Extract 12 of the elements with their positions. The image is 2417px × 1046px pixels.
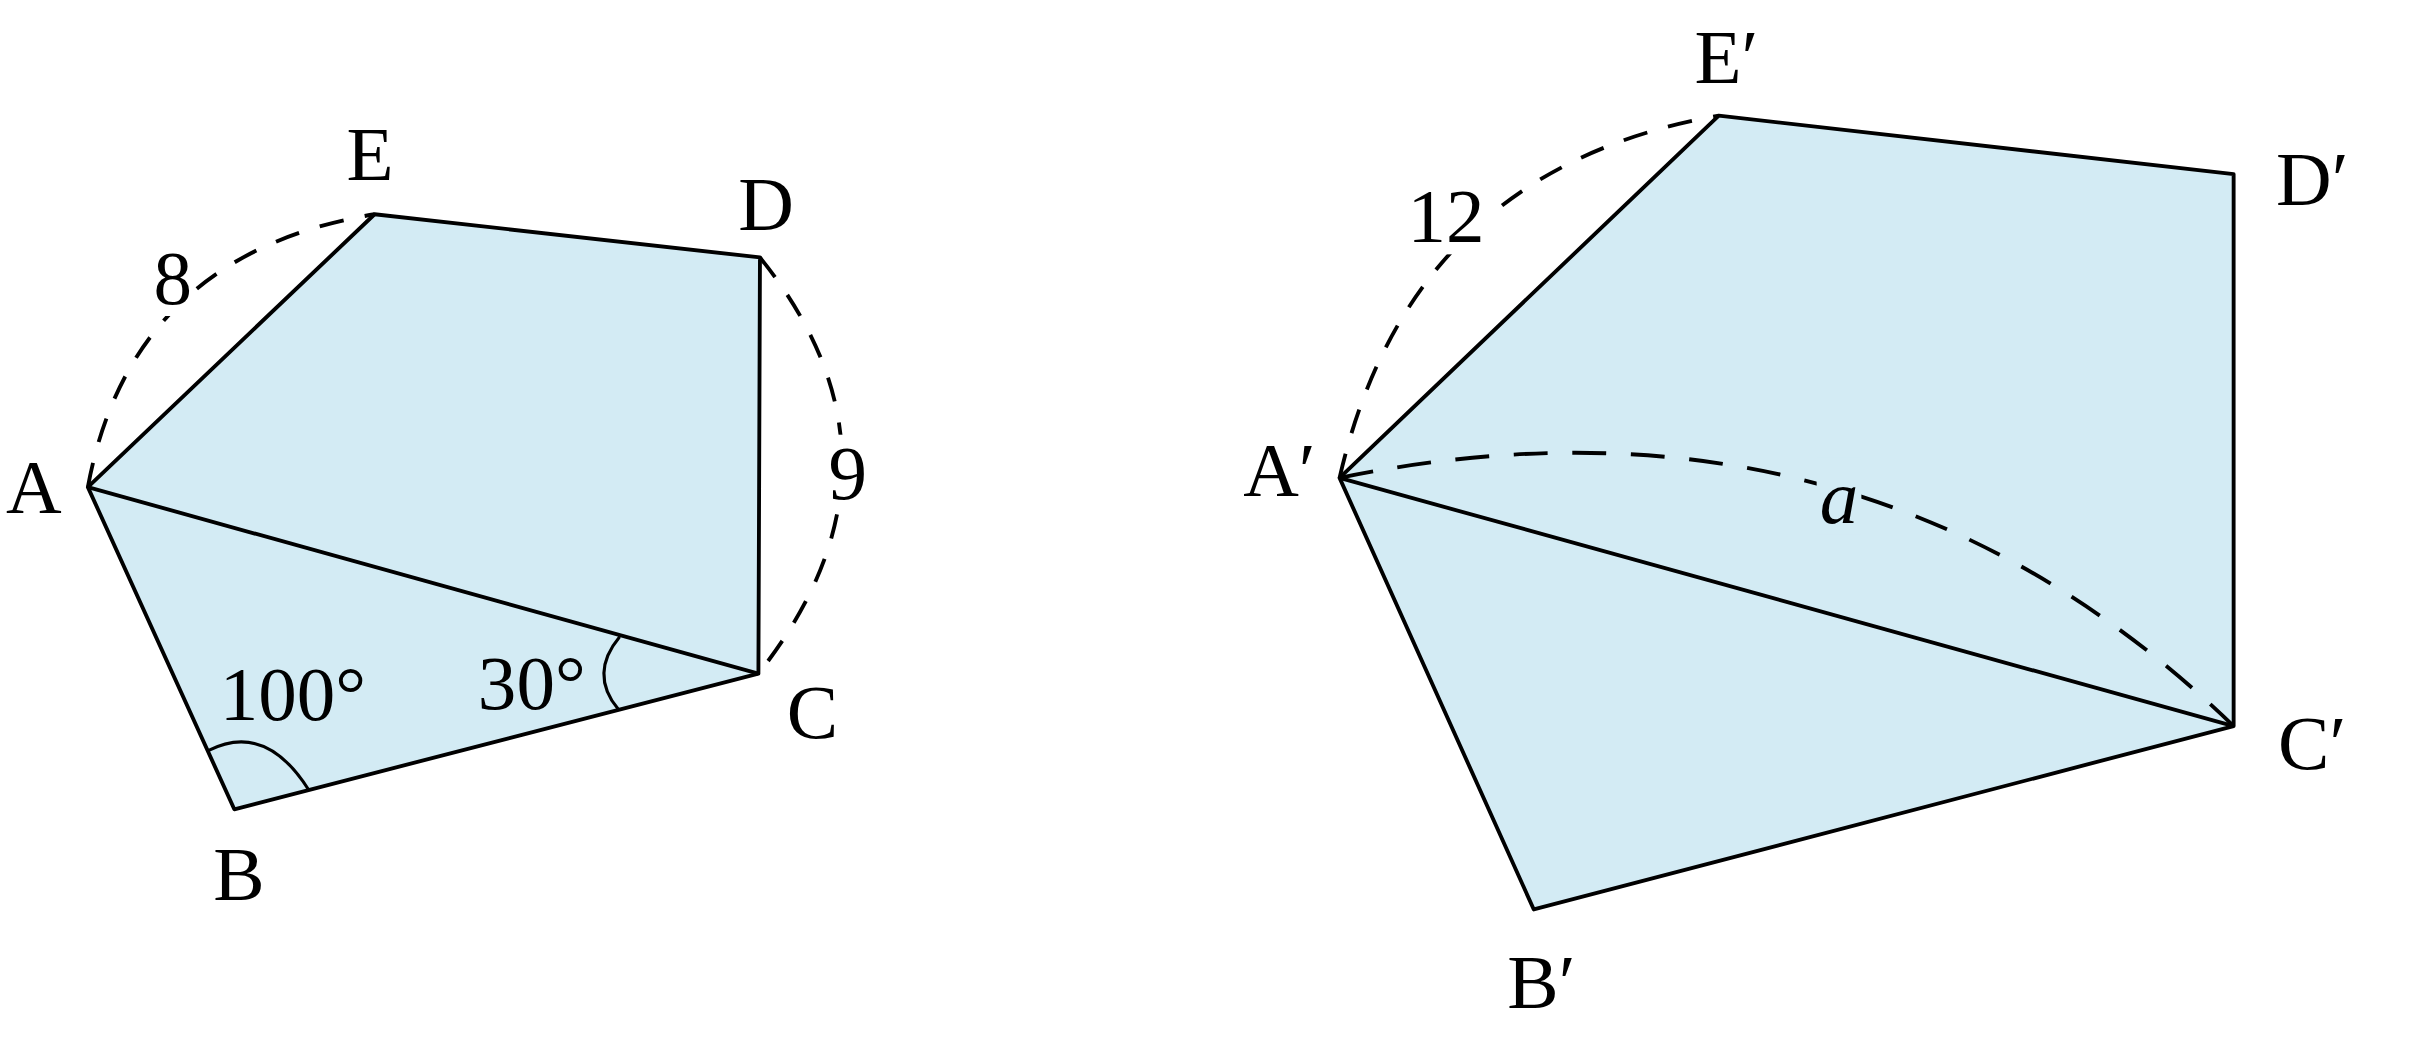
vertex-label: A′ [1242,431,1317,509]
angle-label: 100° [218,655,368,733]
angle-label: 30° [476,644,587,722]
vertex-label: A [5,448,63,526]
vertex-label: B′ [1506,943,1577,1021]
vertex-label: C [785,673,840,751]
vertex-label: E [345,115,395,193]
vertex-label: D [737,164,795,242]
vertex-label: B [212,835,266,913]
vertex-label: C′ [2277,704,2348,782]
vertex-label: E′ [1693,18,1760,96]
vertex-label: D′ [2275,140,2350,218]
